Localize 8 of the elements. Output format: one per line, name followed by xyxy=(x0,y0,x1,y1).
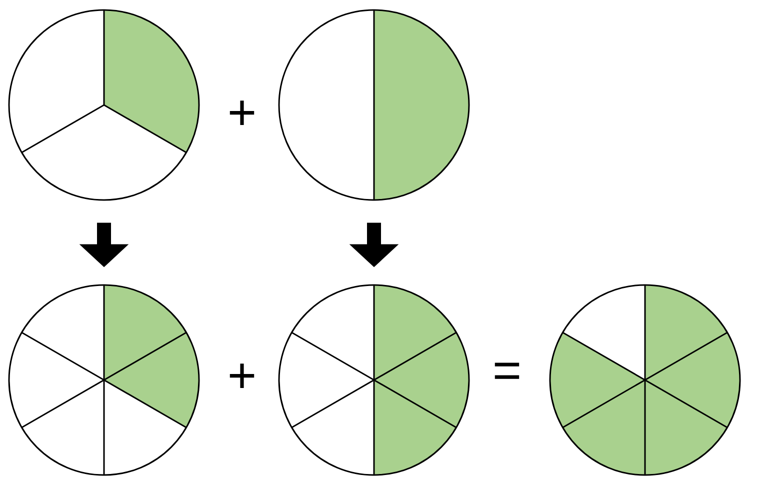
operator-sign: + xyxy=(230,364,254,388)
operator-sign: = xyxy=(494,362,520,379)
fraction-circle xyxy=(549,284,741,476)
fraction-circle xyxy=(8,284,200,476)
operator-sign: + xyxy=(230,100,254,125)
fraction-circle xyxy=(278,9,470,201)
fraction-circle xyxy=(8,9,200,201)
fraction-circle xyxy=(278,284,470,476)
